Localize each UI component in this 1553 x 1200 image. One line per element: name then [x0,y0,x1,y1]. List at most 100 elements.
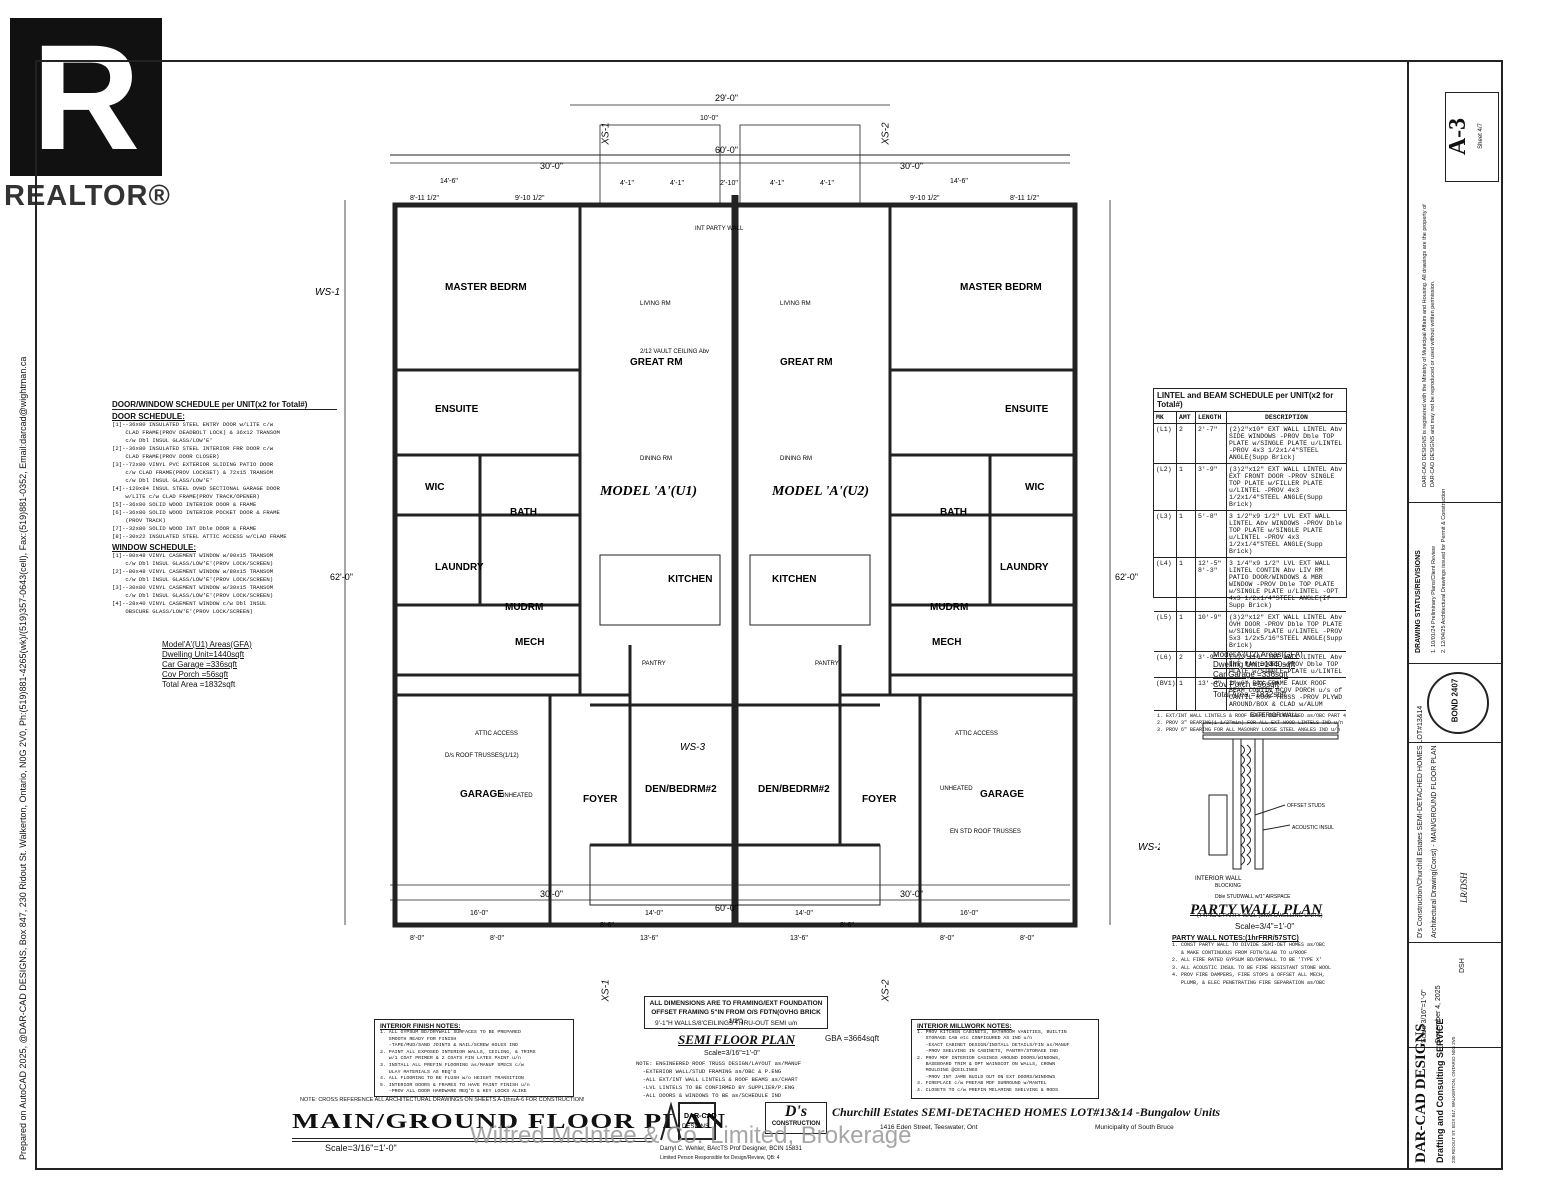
general-note-line: OFFSET FRAMING 5"IN FROM O/S FDTN(OVHG B… [651,1009,821,1025]
room-label: WIC [425,482,444,493]
ds-construction-logo: D's CONSTRUCTION [765,1102,827,1134]
vault-note: 2/12 VAULT CEILING Abv [640,349,709,355]
room-label-small: PANTRY [642,661,666,667]
interior-finish-title: INTERIOR FINISH NOTES: [380,1023,461,1030]
dim-depth-right: 62'-0" [1115,572,1138,582]
room-label: KITCHEN [668,574,712,585]
dim-bottom: 13'-6" [640,935,658,942]
realtor-logo-letter: R [31,13,141,181]
dim-top: 4'-1" [670,180,684,187]
areas-u1-line: Car Garage =336sqft [162,660,237,669]
party-wall-title: PARTY WALL PLAN [1190,902,1323,918]
room-label: DEN/BEDRM#2 [645,784,717,795]
party-wall-label: INTERIOR WALL [1195,876,1242,882]
dim-half-bottom-right: 30'-0" [900,889,923,899]
revision-title: DRAWING STATUS/REVISIONS [1415,550,1422,653]
sheet-sub: Sheet 4/7 [1477,123,1484,149]
lintel-mark: (L2) [1154,464,1177,510]
room-label: BATH [510,507,537,518]
revision-item: 2. 12/04/25 Architectural Drawings issue… [1441,488,1447,653]
lintel-mark: (L1) [1154,424,1177,463]
room-label: GREAT RM [780,357,833,368]
section-xs1-bottom: XS-1 [600,979,612,1002]
dim-bottom: 16'-0" [470,910,488,917]
main-floor-plan-scale: Scale=3/16"=1'-0" [325,1143,397,1153]
room-label: WIC [1025,482,1044,493]
right-title-block: A-3 Sheet 4/7 DAR-CAD DESIGNS is registe… [1407,62,1503,1168]
room-label: MASTER BEDRM [960,282,1042,293]
room-label: ENSUITE [1005,404,1049,415]
door-schedule-heading: DOOR SCHEDULE: [112,412,185,421]
semi-floor-plan-scale: Scale=3/16"=1'-0" [704,1050,760,1057]
lintel-amount: 1 [1177,464,1196,510]
party-wall-label: EXTERIOR WALL [1250,713,1299,719]
preparer-text: Prepared on AutoCAD 2025, @DAR-CAD DESIG… [18,356,28,1160]
unheated-label: UNHEATED [940,786,973,792]
lintel-amount: 1 [1177,558,1196,611]
firm-name: DAR-CAD DESIGNS [1413,1023,1429,1163]
lintel-length: 2'-7" [1196,424,1227,463]
ds-logo-text: D's [784,1103,808,1120]
disclaimer-text: DAR-CAD DESIGNS is registered with the M… [1422,204,1436,487]
dim-bottom: 8'-6" [840,922,854,929]
areas-u2: Model'A'(U2) Areas(GFA) Dwelling Unit=14… [1213,650,1363,700]
lintel-description: 2"x6" BOX FRAME FAUX ROOF BEAM CONTIN @C… [1229,680,1343,708]
scale-date-block: Scale 3/16"=1'-0" December 4, 2025 DSH [1409,942,1503,1048]
revision-block: DRAWING STATUS/REVISIONS 1. 10/01/24 Pre… [1409,489,1503,664]
lintel-amount: 2 [1177,424,1196,463]
room-label: GARAGE [460,789,504,800]
areas-u1-line: Cov Porch =56sqft [162,670,229,679]
lintel-amount: 1 [1177,511,1196,557]
areas-u1: Model'A'(U1) Areas(GFA) Dwelling Unit=14… [162,640,312,690]
project-info-block: D's Construction/Churchill Estates SEMI-… [1409,706,1503,943]
lintel-length: 10'-9" [1196,612,1227,651]
darcad-logo: DAR-CAD DESIGNS [657,1100,717,1145]
section-ws2: WS-2 [1138,842,1160,853]
lintel-description: (3)2"x12" EXT WALL LINTEL Abv OVH DOOR -… [1229,614,1343,649]
room-label: GREAT RM [630,357,683,368]
dim-top: 2'-10" [720,180,738,187]
dim-top: 8'-11 1/2" [1010,195,1040,202]
dim-bottom: 8'-0" [410,935,424,942]
window-schedule-heading: WINDOW SCHEDULE: [112,543,196,552]
lintel-description: 3 1/4"x9 1/2" LVL EXT WALL LINTEL CONTIN… [1229,560,1339,609]
party-wall-label: (TYPICAL PARTY WALL (Btwn DWELLING UNITS… [1197,913,1323,919]
dim-top: 4'-1" [770,180,784,187]
areas-u2-line: Cov Porch =56sqft [1213,680,1280,689]
room-label-small: LIVING RM [780,301,811,307]
window-schedule-lines: [1]--90x48 VINYL CASEMENT WINDOW w/90x15… [112,552,274,615]
dim-half-right: 30'-0" [900,161,923,171]
truss-note: D/s ROOF TRUSSES(1/12) [445,753,519,759]
lintel-schedule-header-row: MK AMT LENGTH DESCRIPTION [1154,412,1346,424]
room-label: MUDRM [505,602,543,613]
party-wall-notes-title: PARTY WALL NOTES:(1hrFRR/57STC) [1172,935,1299,942]
dim-bottom: 13'-6" [790,935,808,942]
lintel-mark: (L4) [1154,558,1177,611]
main-title-block: MAIN/GROUND FLOOR PLAN [292,1106,725,1142]
gba-note: GBA =3664sqft [825,1034,880,1043]
room-label: MECH [932,637,961,648]
dim-top: 8'-11 1/2" [410,195,440,202]
lintel-schedule-title: LINTEL and BEAM SCHEDULE per UNIT(x2 for… [1154,389,1346,412]
lintel-amount: 1 [1177,612,1196,651]
room-label: ENSUITE [435,404,479,415]
section-ws3: WS-3 [680,742,705,753]
firm-block: DAR-CAD DESIGNS Drafting and Consulting … [1409,1019,1503,1167]
room-label: KITCHEN [772,574,816,585]
preparer-strip: Prepared on AutoCAD 2025, @DAR-CAD DESIG… [2,210,28,1180]
wall-height-note: 9'-1"H WALLS/8'CEILINGS THRU-OUT SEMI u/… [655,1020,798,1027]
room-label: BATH [940,507,967,518]
party-wall-label: BLOCKING [1215,883,1241,889]
semi-floor-plan-notes: NOTE: ENGINEERED ROOF TRUSS DESIGN/LAYOU… [636,1060,802,1099]
dim-top: 9'-10 1/2" [910,195,940,202]
room-label-small: DINING RM [780,456,812,462]
sheet-number-box: A-3 Sheet 4/7 [1445,92,1499,182]
lintel-amount: 1 [1177,678,1196,710]
project-title: Churchill Estates SEMI-DETACHED HOMES LO… [832,1105,1221,1119]
lintel-col-amt: AMT [1177,412,1196,423]
lintel-mark: (L3) [1154,511,1177,557]
lintel-mark: (BV1) [1154,678,1177,710]
dim-bottom: 8'-0" [490,935,504,942]
